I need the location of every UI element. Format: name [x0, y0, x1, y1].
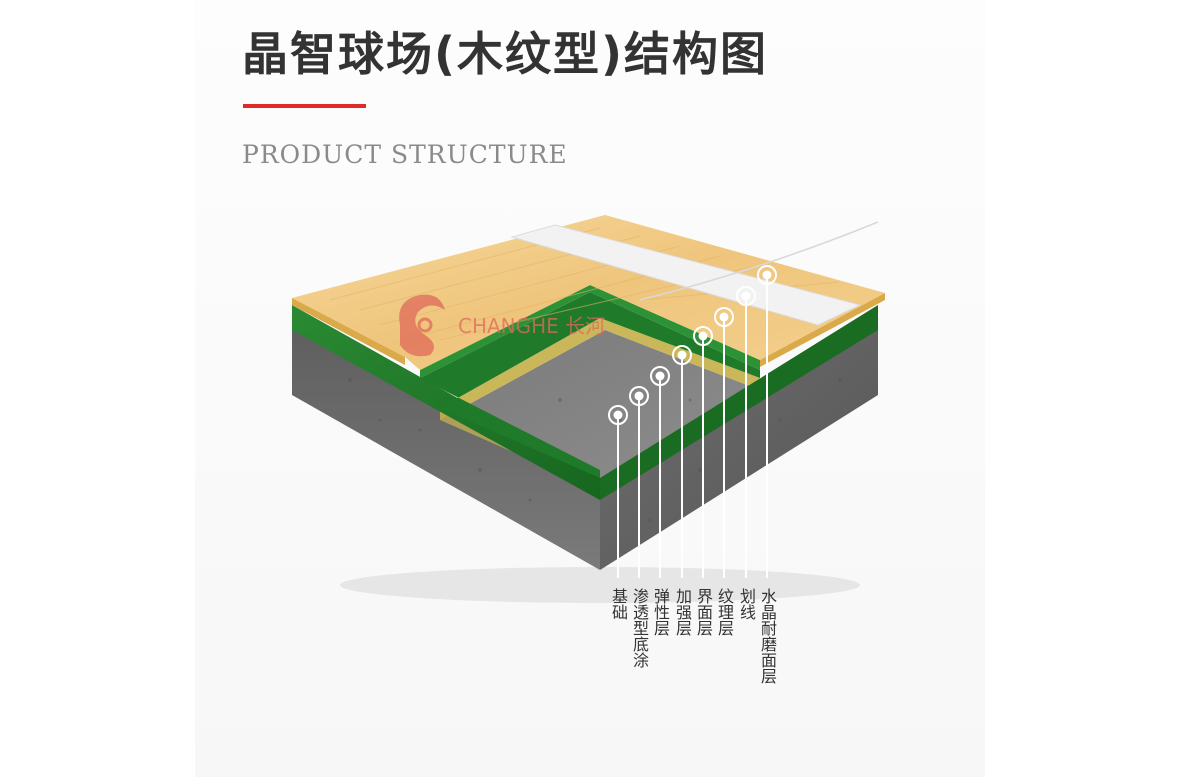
- page-subtitle: PRODUCT STRUCTURE: [242, 140, 568, 169]
- marker-5: [693, 326, 713, 346]
- layer-label-elastic: 弹性层: [651, 588, 670, 636]
- marker-2: [629, 386, 649, 406]
- concrete-right-face: [600, 320, 878, 570]
- layer-markers: [608, 265, 777, 425]
- concrete-texture: [348, 378, 842, 522]
- watermark-text: CHANGHE 长河: [458, 314, 605, 338]
- marker-3: [650, 366, 670, 386]
- ground-shadow: [340, 567, 860, 603]
- marker-7: [736, 286, 756, 306]
- watermark-logo: [399, 294, 445, 357]
- layer-label-line-marking: 划线: [737, 588, 756, 620]
- layer-label-crystal-topcoat: 水晶耐磨面层: [758, 588, 777, 684]
- court-line-stripe: [510, 224, 862, 326]
- layer-label-texture: 纹理层: [715, 588, 734, 636]
- wood-surface: [292, 215, 885, 370]
- layer-label-interface: 界面层: [694, 588, 713, 636]
- marker-4: [672, 345, 692, 365]
- green-layer-right: [600, 305, 878, 500]
- layer-label-primer: 渗透型底涂: [630, 588, 649, 668]
- concrete-left-face: [292, 320, 600, 570]
- wood-edge-left: [292, 298, 405, 365]
- marker-6: [714, 307, 734, 327]
- protective-film: [639, 221, 879, 301]
- green-step-2: [420, 285, 760, 378]
- marker-8: [757, 265, 777, 285]
- leader-lines: [617, 275, 768, 578]
- page-title: 晶智球场(木纹型)结构图: [242, 27, 769, 81]
- title-underline: [243, 104, 366, 108]
- marker-1: [608, 405, 628, 425]
- green-step-1: [420, 292, 760, 478]
- green-layer-left: [292, 305, 600, 500]
- layer-label-reinforcement: 加强层: [673, 588, 692, 636]
- layer-label-foundation: 基础: [609, 588, 628, 620]
- wood-edge-right: [760, 293, 885, 367]
